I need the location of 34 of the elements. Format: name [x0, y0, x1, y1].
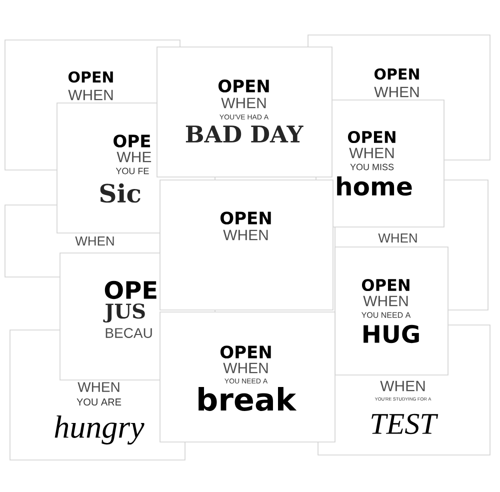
card-subheading: WHEN	[378, 234, 417, 242]
card-heading: OPEN	[348, 130, 396, 144]
card-heading: OPE	[114, 134, 150, 148]
card-heading: OPEN	[220, 212, 271, 224]
card-word: home	[337, 176, 412, 196]
card-word: JUS	[103, 304, 145, 322]
card-subheading: WHEN	[68, 90, 113, 100]
card-subheading: WHEN	[221, 98, 266, 108]
card-word: TEST	[372, 414, 438, 434]
card-word: BAD DAY	[186, 126, 304, 142]
card-subheading: WHEN	[223, 230, 268, 240]
card-heading: OPEN	[362, 278, 410, 292]
card-heading: OPEN	[220, 346, 271, 358]
card-word: HUG	[364, 324, 419, 344]
card-line: YOU MISS	[350, 164, 394, 170]
card-subheading: WHEN	[223, 362, 268, 374]
card-line: YOU ARE	[76, 398, 122, 406]
card-subheading: WHEN	[380, 380, 425, 392]
card-line: YOU NEED A	[362, 312, 411, 318]
card-word: break	[198, 387, 297, 411]
card-heading: OPEN	[374, 68, 419, 80]
card-subheading: WHEN	[363, 296, 408, 306]
card-subheading: WHEN	[374, 86, 419, 98]
card-subheading: WHEN	[75, 236, 114, 246]
card-word: hungry	[54, 415, 144, 445]
card-heading: OPE	[104, 280, 156, 300]
card-heading: OPEN	[68, 71, 113, 83]
card-subheading: WHEN	[78, 382, 120, 392]
card-line: YOU FE	[116, 168, 149, 174]
card-heading: OPEN	[218, 80, 269, 92]
card-subheading: WHEN	[349, 148, 394, 158]
card-word: Sic	[100, 183, 140, 203]
card-subheading: BECAU	[106, 328, 152, 338]
card-subheading: WHE	[116, 152, 152, 162]
